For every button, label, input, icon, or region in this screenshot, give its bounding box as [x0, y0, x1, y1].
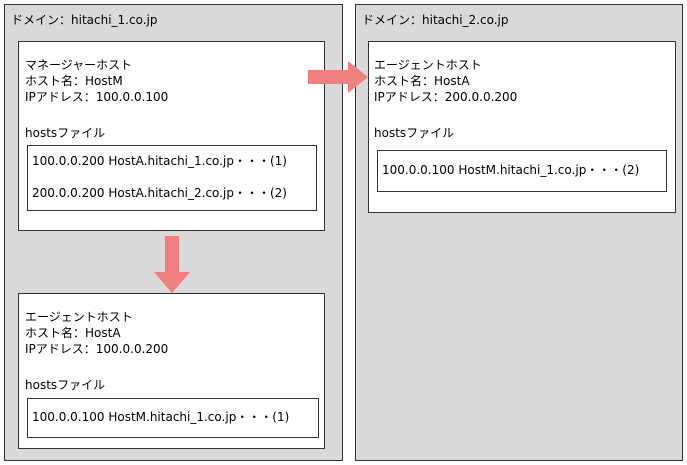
agent-host-box: エージェントホスト ホスト名：HostA IPアドレス：100.0.0.200 …: [18, 293, 325, 449]
host-ip: IPアドレス：100.0.0.200: [25, 342, 169, 356]
hosts-file-box: 100.0.0.200 HostA.hitachi_1.co.jp・・・(1) …: [27, 145, 317, 211]
host-role: エージェントホスト: [374, 58, 482, 72]
hosts-file-label: hostsファイル: [374, 126, 455, 140]
host-name: ホスト名：HostA: [374, 74, 470, 88]
domain-label: ドメイン：hitachi_2.co.jp: [362, 13, 509, 27]
arrow-right-icon: [308, 61, 368, 93]
arrow-down-icon: [154, 236, 190, 293]
manager-host-box: マネージャーホスト ホスト名：HostM IPアドレス：100.0.0.100 …: [18, 41, 325, 231]
hosts-entry: 100.0.0.200 HostA.hitachi_1.co.jp・・・(1): [32, 154, 287, 168]
host-name: ホスト名：HostM: [25, 74, 123, 88]
domain-hitachi-2: ドメイン：hitachi_2.co.jp エージェントホスト ホスト名：Host…: [355, 4, 683, 461]
domain-hitachi-1: ドメイン：hitachi_1.co.jp マネージャーホスト ホスト名：Host…: [4, 4, 343, 461]
hosts-entry: 100.0.0.100 HostM.hitachi_1.co.jp・・・(1): [32, 410, 290, 424]
host-ip: IPアドレス：200.0.0.200: [374, 90, 518, 104]
hosts-file-box: 100.0.0.100 HostM.hitachi_1.co.jp・・・(1): [27, 398, 319, 438]
hosts-file-label: hostsファイル: [25, 378, 106, 392]
hosts-entry: 100.0.0.100 HostM.hitachi_1.co.jp・・・(2): [382, 163, 640, 177]
agent-host-box: エージェントホスト ホスト名：HostA IPアドレス：200.0.0.200 …: [368, 41, 676, 213]
host-role: マネージャーホスト: [25, 58, 133, 72]
host-ip: IPアドレス：100.0.0.100: [25, 90, 169, 104]
hosts-entry: 200.0.0.200 HostA.hitachi_2.co.jp・・・(2): [32, 186, 287, 200]
hosts-file-label: hostsファイル: [25, 126, 106, 140]
host-role: エージェントホスト: [25, 310, 133, 324]
host-name: ホスト名：HostA: [25, 326, 121, 340]
hosts-file-box: 100.0.0.100 HostM.hitachi_1.co.jp・・・(2): [377, 150, 667, 192]
domain-label: ドメイン：hitachi_1.co.jp: [11, 13, 158, 27]
